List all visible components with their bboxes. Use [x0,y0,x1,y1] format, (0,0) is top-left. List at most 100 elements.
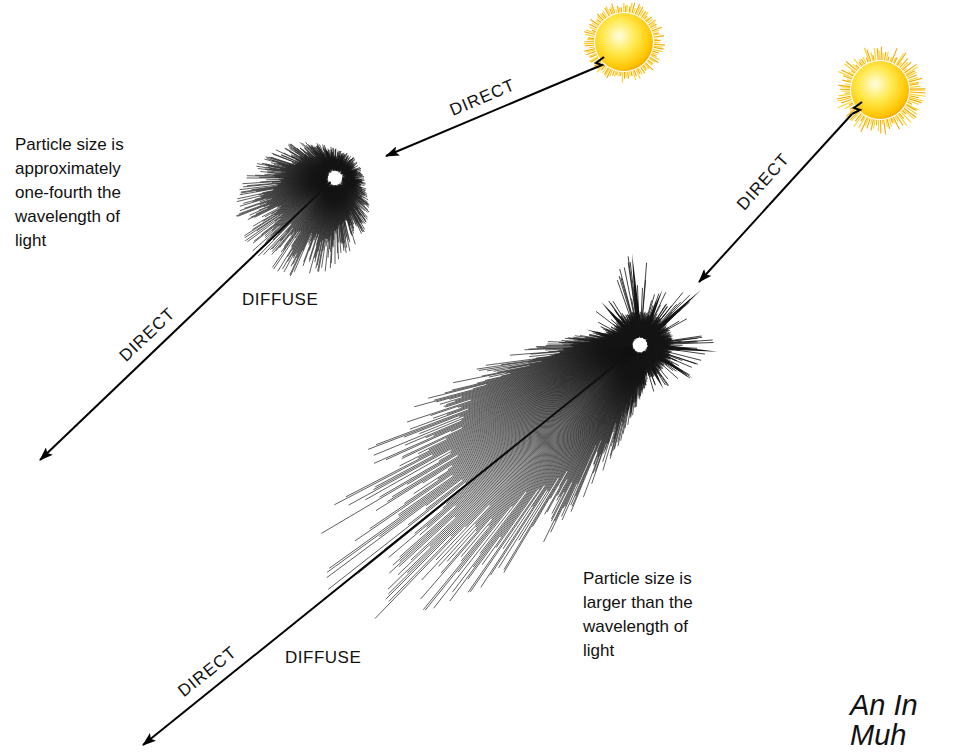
sun-ray [845,84,851,85]
sun-ray [838,85,850,86]
sun-ray [643,12,649,19]
sun-ray [910,84,919,85]
sun-ray [837,96,851,99]
sun-ray [624,72,625,79]
sun-ray [633,71,636,81]
sun-ray [894,58,897,64]
scatter-ray [331,147,334,171]
direct-ray [699,114,852,282]
sun-ray [871,119,872,124]
sun-ray [842,80,851,82]
sun-ray [654,36,664,38]
sun-ray [896,54,903,65]
scatter-ray [524,345,632,350]
sun-ray [880,120,881,133]
sun-ray [652,30,659,32]
scatter-ray [477,347,633,384]
sun-ray [623,3,624,12]
sun-ray [884,120,886,135]
scatter-ray [455,348,631,401]
sun-ray [839,94,851,96]
sun-ray [887,119,889,129]
scatter-ray [434,348,630,401]
sun-rays [584,3,665,83]
scatter-ray [355,349,634,541]
sun-ray [589,47,595,48]
sun-ray [629,72,631,77]
sun-ray [906,67,918,75]
sun [595,13,653,71]
sun-ray [871,119,874,130]
sun-ray [627,72,629,79]
scatter-ray [428,347,630,398]
sun-rays [837,47,926,135]
sun-ray [889,119,891,127]
sun-ray [587,39,594,41]
scatter-ray [477,347,628,369]
sun-ray [586,30,596,33]
scatter-ray [347,175,363,177]
scatter-ray [537,345,632,348]
sun-ray [625,6,626,12]
sun-ray [903,109,914,118]
lightning-squiggle [852,102,862,114]
scatter-ray [266,178,323,180]
sun-ray [621,7,623,12]
scatter-ray [342,177,358,179]
sun-ray [651,27,657,30]
sun-ray [635,4,639,14]
sun-ray [590,54,597,57]
sun-ray [622,72,624,83]
direct-ray [386,70,590,156]
sun-ray [590,24,598,28]
sun-ray [910,90,925,91]
sun-ray [584,41,594,42]
sun-ray [654,47,664,49]
sun-ray [845,92,851,94]
sun-ray [907,102,912,104]
sun-ray [854,114,863,126]
sun-ray [886,52,888,61]
sun-ray [897,53,906,66]
sun-ray [882,53,884,60]
sun-ray [908,101,919,105]
sun-ray [654,44,665,46]
sun-ray [612,4,615,14]
scatter-ray [323,152,331,170]
sun-ray [882,120,883,125]
sun-ray [654,42,660,43]
scatter-ray [486,346,632,365]
scatter-ray [240,179,328,195]
sun-ray [632,3,635,14]
scatter-ray [410,348,632,429]
sun-ray [856,65,860,69]
sun-ray [650,57,659,62]
sun-ray [863,57,866,64]
sun-ray [585,45,595,46]
sun-ray [910,88,926,90]
sun-ray [618,72,620,77]
sun-ray [592,30,596,31]
sun-ray [625,72,626,78]
sun-ray [892,118,895,124]
sun-ray [585,34,595,36]
sun-ray [909,78,922,82]
sun-ray [874,120,876,129]
sun-ray [654,40,661,41]
sun-ray [910,92,926,93]
sun-ray [842,90,850,91]
sun-ray [855,114,861,122]
sun-ray [653,51,659,53]
sun-ray [653,34,660,36]
sun-ray [853,64,858,69]
sun-ray [877,48,879,60]
sun-ray [605,68,609,76]
sun-ray [886,119,888,127]
scatter-ray [342,177,358,178]
sun-ray [615,71,617,77]
sun-ray [636,69,640,78]
sun-ray [847,80,851,81]
sun-ray [888,57,889,61]
lightning-squiggle [590,57,604,70]
